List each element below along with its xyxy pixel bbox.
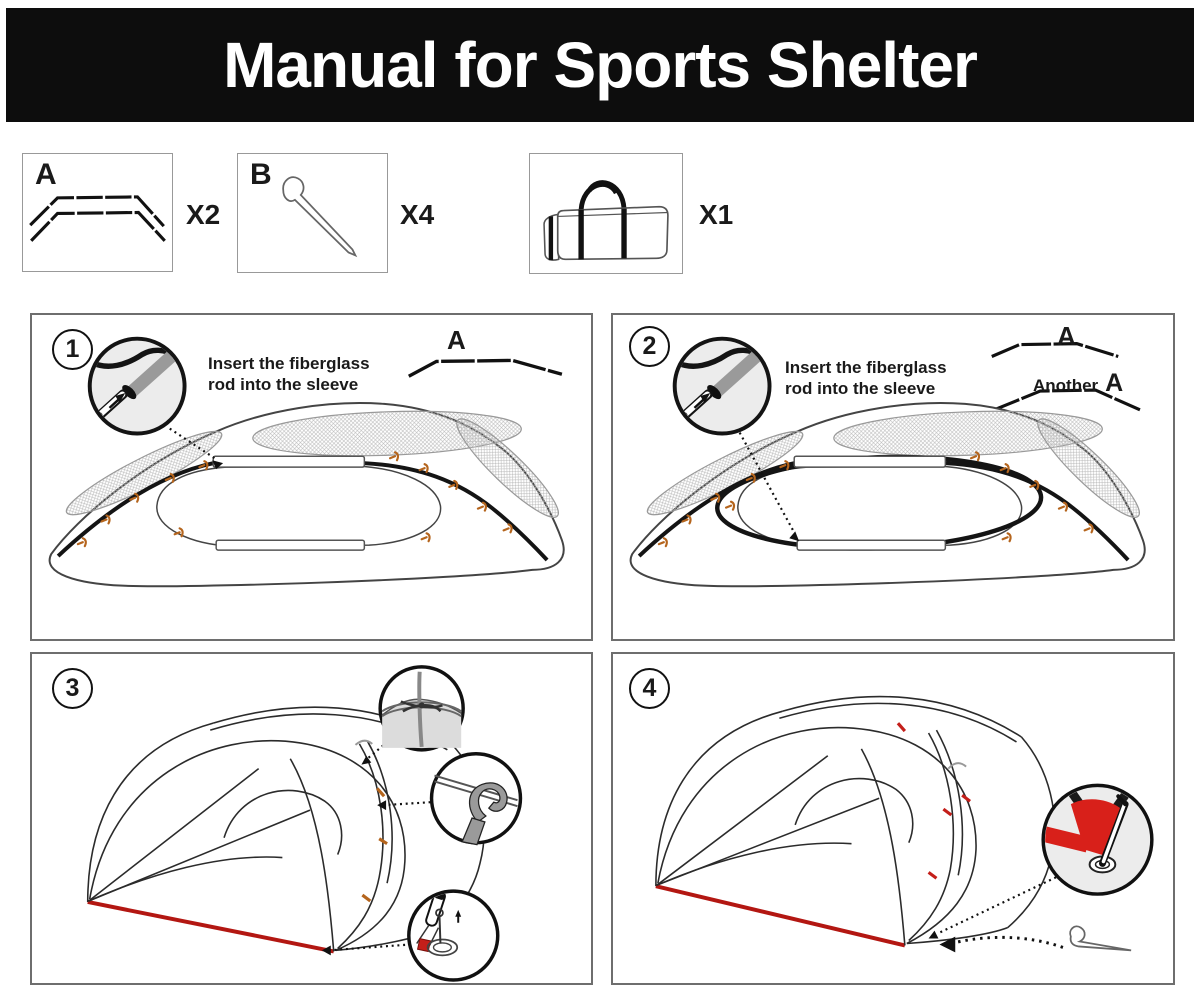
step3-illustration [86,665,523,982]
sleeve-tube [124,346,181,399]
door-arch [223,789,343,855]
sleeve-opening [122,385,137,400]
rod-a2-drawing [991,388,1141,413]
step1-panel: 1 Insert the fiberglass rod into the sle… [30,313,593,641]
tent-poles-illustration [29,195,166,242]
step1-number: 1 [52,329,93,370]
step2-rod2-label: Another A [1033,369,1124,397]
insert-arrow [700,393,711,403]
hook [468,782,508,823]
door-arch [794,777,914,844]
magnifier-inset [672,336,772,436]
strap-stake-inset [1041,783,1154,896]
flat-tent [48,402,565,588]
top-sleeve [793,455,947,468]
right-mesh [1037,418,1140,518]
part-b-label: B [250,158,272,191]
sleeve-opening [707,385,722,400]
red-strap-band [1045,826,1090,853]
tent-3d [86,706,485,954]
bottom-sleeve [215,539,366,551]
part-a-qty: X2 [186,199,221,230]
hook-strap [461,817,486,846]
big-arrowhead [939,936,956,953]
orange-ties [76,451,513,548]
sleeve-tube [709,346,766,399]
part-box-a: A [22,153,173,272]
step1-instruction: Insert the fiberglass rod into the sleev… [208,354,370,394]
dotted-arrows [321,737,431,956]
stake-pin [438,914,442,944]
rod-a-drawing [408,358,563,378]
step2-illustration [629,336,1146,588]
tie-knot-inset [378,665,465,752]
bottom-sleeve [796,539,947,551]
red-base-line [655,884,906,948]
step1-illustration [48,336,565,588]
top-mesh [252,410,522,457]
magnifier-inset [87,336,187,436]
page-title: Manual for Sports Shelter [223,29,978,101]
part-b-qty: X4 [400,199,435,230]
right-mesh [456,418,559,518]
carry-bag-illustration [543,180,669,261]
stake-ground-inset [407,889,500,982]
fabric-edge [676,347,764,369]
stake-outline [282,176,358,258]
step2-number: 2 [629,326,670,367]
step3-number: 3 [52,668,93,709]
step1-rod-label: A [447,325,466,355]
step4-illustration [655,695,1154,953]
floor-outline [156,465,442,547]
knot [418,702,425,709]
top-mesh [833,410,1103,457]
fabric-edge [91,347,179,369]
stake-peg-illustration [282,176,358,258]
step2-rod-label: A [1057,321,1076,351]
insert-arrow [115,393,126,403]
title-banner: Manual for Sports Shelter [6,8,1194,122]
flat-tent [629,402,1146,588]
top-sleeve [212,455,366,468]
dotted-arrow [735,427,800,542]
dotted-arrow [169,427,224,470]
bag-box [529,153,683,274]
up-arrow [455,909,462,917]
part-box-b: B [237,153,388,273]
orange-bands [361,787,388,903]
red-base-line [87,900,335,954]
step4-number: 4 [629,668,670,709]
stake-peg-glyph [1069,925,1132,952]
step4-panel: 4 [611,652,1175,985]
stake-through-ring [1101,803,1126,864]
bag [543,180,669,261]
step3-panel: 3 [30,652,593,985]
right-seam [945,461,1130,562]
ground-ring [426,938,459,957]
pole-pair [29,195,166,242]
part-a-label: A [35,158,57,191]
bag-qty: X1 [699,199,734,230]
right-seam [364,461,549,562]
step2-instruction: Insert the fiberglass rod into the sleev… [785,358,947,398]
rod-a1-drawing [991,342,1119,358]
red-bands [896,722,972,880]
step2-panel: 2 Insert the fiberglass rod into the sle… [611,313,1175,641]
tent-3d [655,695,1056,948]
hook-clip-inset [429,752,523,846]
orange-ties [657,451,1094,548]
dotted-arrows [928,876,1064,953]
